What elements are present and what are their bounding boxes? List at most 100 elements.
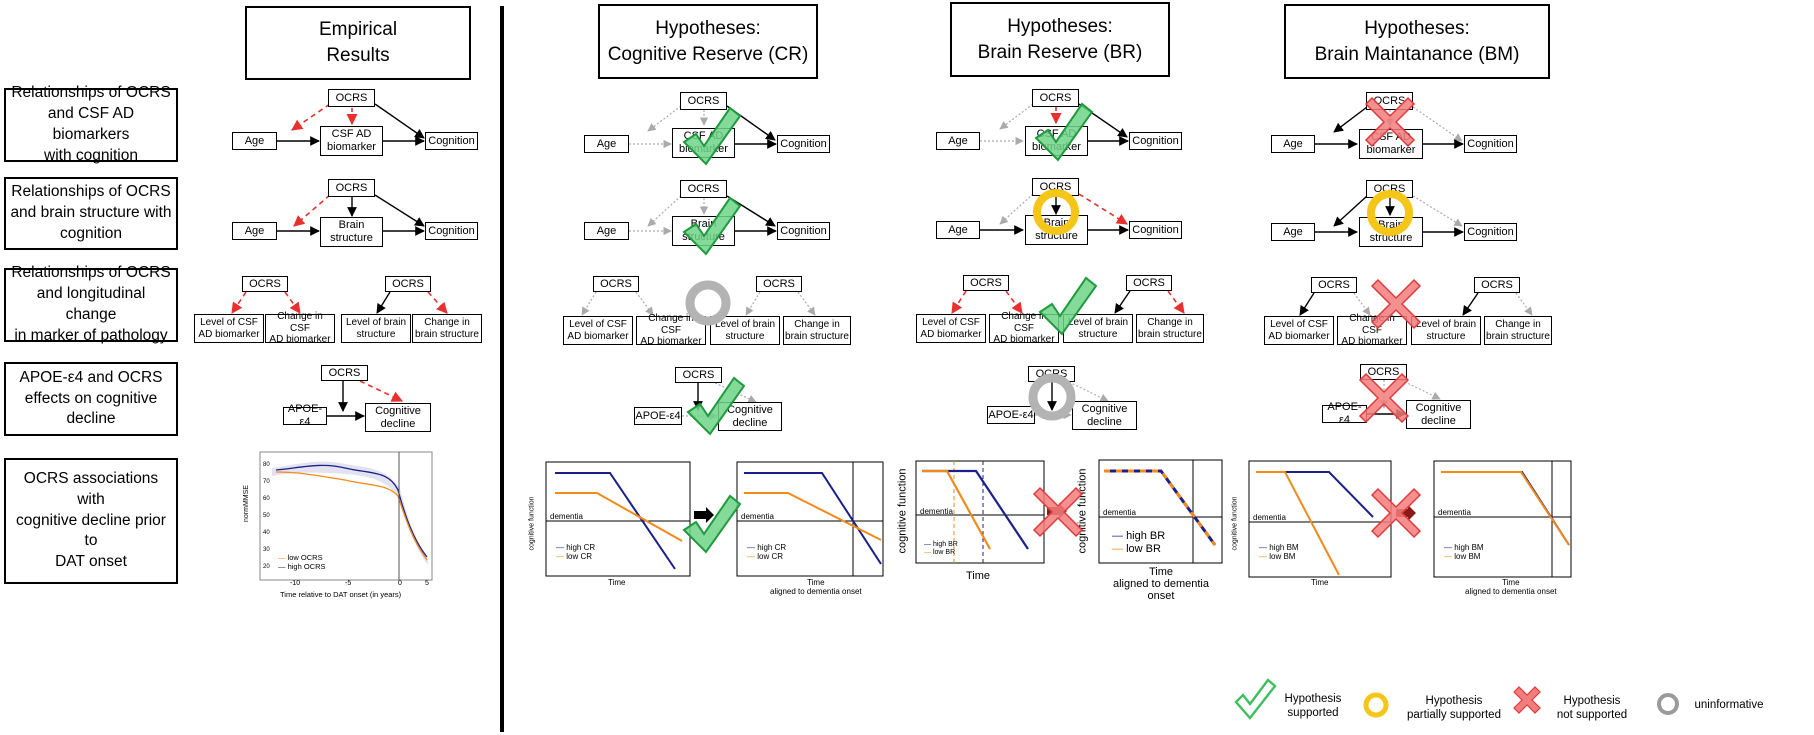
empirical-ytick: 50 [263, 513, 270, 519]
node-change-brain: Change in brain structure [783, 316, 851, 345]
bm-right-legend-high: — high BM [1444, 543, 1484, 552]
node-change-brain: Change in brain structure [1484, 316, 1552, 345]
bm-right-legend-low: — low BM [1444, 552, 1481, 561]
row-label-brain-cognition: Relationships of OCRS and brain structur… [4, 177, 178, 250]
node-age: Age [1271, 223, 1315, 241]
node-apoe: APOE-ε4 [283, 403, 327, 428]
empirical-ytick: 30 [263, 547, 270, 553]
node-ocrs: OCRS [680, 180, 727, 198]
node-ocrs: OCRS [1126, 275, 1172, 291]
node-cognition: Cognition [1129, 221, 1182, 239]
bm-left-legend-low: — low BM [1259, 552, 1296, 561]
row-label-csf-cognition: Relationships of OCRS and CSF AD biomark… [4, 84, 178, 164]
node-cognition: Cognition [777, 135, 830, 153]
row-label-longitudinal-change: Relationships of OCRS and longitudinal c… [4, 264, 178, 344]
cr-left-xlabel: Time [608, 578, 626, 587]
legend-partial-ring-icon [1363, 692, 1389, 718]
node-age: Age [1271, 135, 1315, 153]
empirical-legend-low: — low OCRS [278, 553, 323, 562]
legend-cross-icon [1513, 686, 1541, 714]
empirical-xtick: 5 [425, 580, 429, 587]
node-apoe: APOE-ε4 [634, 407, 682, 425]
empirical-xtick: -10 [290, 580, 301, 587]
node-ocrs: OCRS [321, 365, 368, 381]
bm-left-legend-high: — high BM [1259, 543, 1299, 552]
node-age: Age [936, 221, 980, 239]
br-left-legend-high: — high BR [924, 541, 958, 548]
node-change-brain: Change in brain structure [412, 314, 482, 343]
node-level-csf: Level of CSF AD biomarker [916, 314, 986, 343]
node-ocrs: OCRS [1474, 277, 1520, 293]
node-level-brain: Level of brain structure [1411, 316, 1481, 345]
uninformative-ring-icon [685, 280, 731, 326]
node-ocrs: OCRS [1360, 364, 1407, 380]
node-cognitive-decline: Cognitive decline [718, 402, 782, 431]
node-ocrs: OCRS [242, 276, 288, 292]
legend-partially-supported: Hypothesis partially supported [1407, 695, 1501, 722]
bm-left-dementia: dementia [1253, 513, 1286, 522]
node-apoe: APOE-ε4 [1322, 401, 1367, 426]
node-level-csf: Level of CSF AD biomarker [1264, 316, 1334, 345]
node-level-csf: Level of CSF AD biomarker [563, 316, 633, 345]
node-age: Age [936, 132, 980, 150]
empirical-xlabel: Time relative to DAT onset (in years) [280, 590, 402, 599]
header-cognitive-reserve: Hypotheses: Cognitive Reserve (CR) [598, 4, 818, 79]
node-cognitive-decline: Cognitive decline [1406, 400, 1471, 429]
node-ocrs: OCRS [756, 276, 802, 292]
br-right-dementia: dementia [1103, 508, 1136, 517]
legend-check-icon [1234, 678, 1277, 720]
empirical-ytick: 20 [263, 564, 270, 570]
node-csf-biomarker: CSF AD biomarker [320, 126, 383, 156]
node-age: Age [232, 222, 277, 240]
bm-right-xlabel: Time aligned to dementia onset [1465, 578, 1557, 596]
cr-right-xlabel: Time aligned to dementia onset [770, 578, 862, 596]
br-right-legend-low: — low BR [1112, 543, 1161, 555]
empirical-ytick: 80 [263, 462, 270, 468]
header-brain-reserve: Hypotheses: Brain Reserve (BR) [950, 2, 1170, 77]
node-level-brain: Level of brain structure [341, 314, 411, 343]
header-brain-maintenance: Hypotheses: Brain Maintanance (BM) [1284, 4, 1550, 79]
br-left-xlabel: Time [966, 570, 991, 582]
br-right-xlabel: Time aligned to dementia onset [1112, 566, 1209, 602]
node-age: Age [584, 135, 629, 153]
legend-supported: Hypothesis supported [1284, 693, 1342, 720]
row-label-apoe: APOE-ε4 and OCRS effects on cognitive de… [4, 362, 178, 436]
node-ocrs: OCRS [385, 276, 431, 292]
node-ocrs: OCRS [675, 367, 722, 383]
node-age: Age [232, 132, 277, 150]
row-label-dat-onset: OCRS associations with cognitive decline… [4, 458, 178, 584]
br-left-dementia: dementia [920, 507, 953, 516]
empirical-xtick: -5 [345, 580, 352, 587]
cr-right-legend-high: — high CR [747, 543, 787, 552]
node-change-csf: Change in CSF AD biomarker [265, 311, 335, 345]
node-cognition: Cognition [777, 222, 830, 240]
header-empirical: Empirical Results [245, 6, 471, 80]
node-ocrs: OCRS [1032, 89, 1079, 107]
node-ocrs: OCRS [1311, 277, 1357, 293]
node-cognitive-decline: Cognitive decline [365, 403, 431, 432]
cr-right-legend-low: — low CR [747, 552, 784, 561]
cr-left-dementia: dementia [550, 512, 583, 521]
node-cognition: Cognition [1464, 135, 1517, 153]
empirical-ytick: 40 [263, 530, 270, 536]
empirical-ytick: 60 [263, 496, 270, 502]
node-level-brain: Level of brain structure [1063, 314, 1133, 343]
node-ocrs: OCRS [680, 92, 727, 110]
node-cognition: Cognition [1129, 132, 1182, 150]
cr-right-dementia: dementia [741, 512, 774, 521]
node-age: Age [584, 222, 629, 240]
cr-left-legend-high: — high CR [556, 543, 596, 552]
bm-left-xlabel: Time [1311, 578, 1329, 587]
cr-left-legend-low: — low CR [556, 552, 593, 561]
bm-right-dementia: dementia [1438, 508, 1471, 517]
empirical-legend-high: — high OCRS [278, 562, 326, 571]
uninformative-ring-icon [1028, 373, 1076, 421]
node-ocrs: OCRS [328, 89, 375, 107]
node-cognitive-decline: Cognitive decline [1072, 401, 1137, 430]
node-brain-structure: Brain structure [320, 217, 383, 247]
node-ocrs: OCRS [593, 276, 639, 292]
legend-uninformative-ring-icon [1657, 693, 1679, 715]
